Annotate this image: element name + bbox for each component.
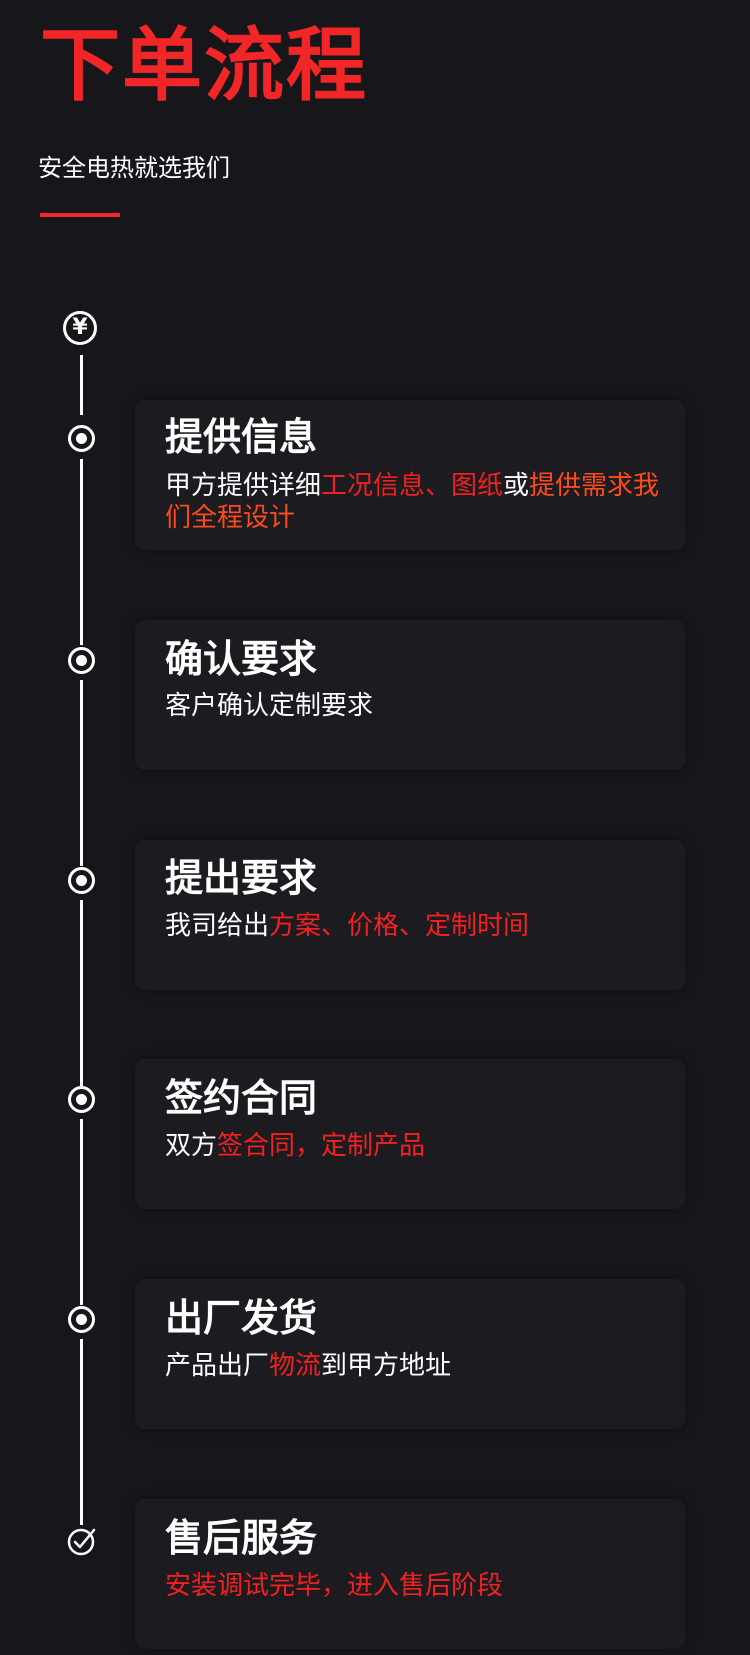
step-desc: 安装调试完毕，进入售后阶段	[165, 1570, 685, 1602]
step-card	[135, 840, 685, 990]
step-desc-segment: 到甲方地址	[321, 1351, 452, 1381]
step-desc-segment: 或	[503, 471, 530, 501]
step-desc-segment: 工况信息、图纸	[321, 471, 504, 501]
yen-circle-icon: ¥	[63, 311, 97, 345]
page-subtitle: 安全电热就选我们	[38, 154, 230, 182]
step-desc-segment: 方案、价格、定制时间	[269, 911, 530, 941]
step-card	[135, 1279, 685, 1429]
step-title: 提供信息	[165, 415, 318, 459]
step-desc-segment: 双方	[165, 1131, 218, 1161]
step-desc: 双方签合同，定制产品	[165, 1130, 685, 1162]
timeline-line	[80, 1119, 83, 1305]
step-marker-icon	[68, 425, 95, 452]
timeline-line	[80, 680, 83, 866]
timeline-line	[80, 459, 83, 645]
step-card	[135, 400, 685, 550]
step-marker-icon	[68, 1086, 95, 1113]
timeline-line	[80, 1339, 83, 1525]
step-desc-segment: 提供需求我们全程设计	[165, 471, 660, 533]
step-desc-segment: 客户确认定制要求	[165, 691, 374, 721]
page-title: 下单流程	[40, 19, 368, 112]
step-marker-icon	[68, 1306, 95, 1333]
step-desc-segment: 产品出厂	[165, 1351, 270, 1381]
step-desc-segment: 安装调试完毕，进入售后阶段	[165, 1571, 504, 1601]
step-desc-segment: 签合同，定制产品	[217, 1131, 426, 1161]
step-desc: 客户确认定制要求	[165, 690, 685, 722]
step-desc: 我司给出方案、价格、定制时间	[165, 910, 685, 942]
step-desc-segment: 我司给出	[165, 911, 270, 941]
step-marker-icon	[68, 867, 95, 894]
timeline-line	[80, 900, 83, 1086]
step-desc-segment: 物流	[269, 1351, 322, 1381]
step-desc: 甲方提供详细工况信息、图纸或提供需求我们全程设计	[165, 470, 685, 534]
step-marker-icon	[68, 647, 95, 674]
step-card	[135, 1499, 685, 1649]
step-title: 售后服务	[165, 1516, 318, 1560]
step-title: 签约合同	[165, 1076, 318, 1120]
check-circle-icon	[67, 1528, 96, 1556]
step-card	[135, 1059, 685, 1209]
step-desc-segment: 甲方提供详细	[165, 471, 322, 501]
step-title: 确认要求	[165, 637, 318, 681]
step-title: 出厂发货	[165, 1296, 318, 1340]
timeline-line	[80, 355, 83, 415]
title-underline	[40, 213, 120, 217]
step-card	[135, 620, 685, 770]
step-title: 提出要求	[165, 856, 318, 900]
step-desc: 产品出厂物流到甲方地址	[165, 1350, 685, 1382]
